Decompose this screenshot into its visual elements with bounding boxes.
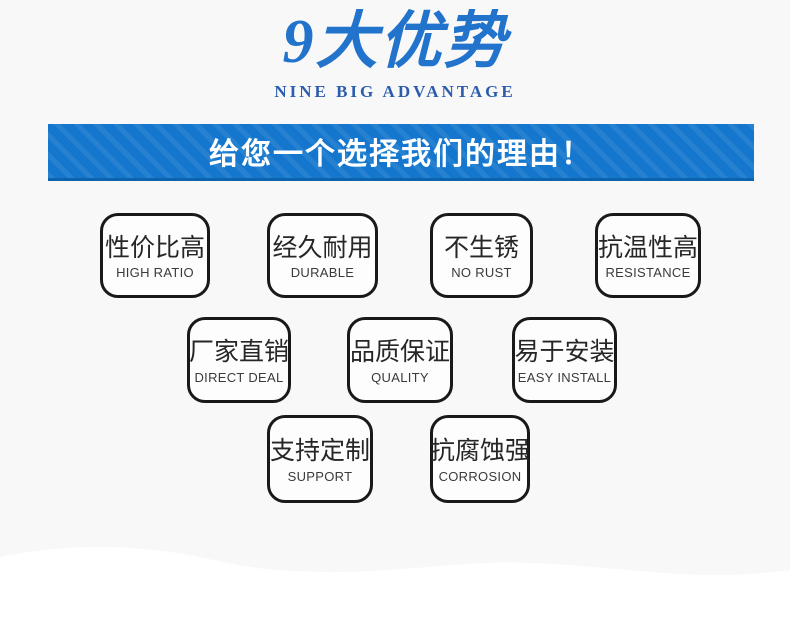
advantage-card-direct-deal: 厂家直销 DIRECT DEAL [187,317,291,403]
advantage-title-zh: 经久耐用 [272,233,373,262]
advantage-card-support: 支持定制 SUPPORT [267,415,373,503]
advantage-title-zh: 不生锈 [443,233,519,262]
bottom-wave-decoration [0,546,790,634]
advantage-title-en: HIGH RATIO [116,265,194,281]
banner-text: 给您一个选择我们的理由！ [209,138,593,171]
advantage-title-en: EASY INSTALL [517,369,612,385]
advantage-title-en: NO RUST [451,265,512,281]
advantage-card-high-ratio: 性价比高 HIGH RATIO [100,213,210,298]
advantage-card-no-rust: 不生锈 NO RUST [430,213,533,298]
page-title: 9大优势 [282,8,508,76]
title-block: 9大优势 NINE BIG ADVANTAGE [0,0,790,102]
reason-banner: 给您一个选择我们的理由！ [48,124,754,181]
advantage-title-zh: 支持定制 [270,437,371,466]
advantage-title-zh: 厂家直销 [189,338,290,367]
advantage-title-en: SUPPORT [287,468,353,484]
advantage-title-en: DURABLE [290,265,355,281]
advantage-card-resistance: 抗温性高 RESISTANCE [595,213,701,298]
advantage-title-en: QUALITY [371,369,429,385]
advantage-title-en: DIRECT DEAL [194,369,284,385]
advantage-title-zh: 易于安装 [514,338,615,367]
advantage-card-durable: 经久耐用 DURABLE [267,213,378,298]
page-subtitle: NINE BIG ADVANTAGE [274,82,516,101]
advantage-title-zh: 品质保证 [350,338,451,367]
advantage-title-zh: 性价比高 [104,233,205,262]
advantage-card-quality: 品质保证 QUALITY [347,317,453,403]
advantage-card-easy-install: 易于安装 EASY INSTALL [512,317,617,403]
advantage-title-zh: 抗腐蚀强 [430,437,531,466]
advantage-title-en: RESISTANCE [605,265,691,281]
advantage-card-corrosion: 抗腐蚀强 CORROSION [430,415,530,503]
advantage-title-zh: 抗温性高 [598,233,699,262]
advantage-title-en: CORROSION [438,468,522,484]
